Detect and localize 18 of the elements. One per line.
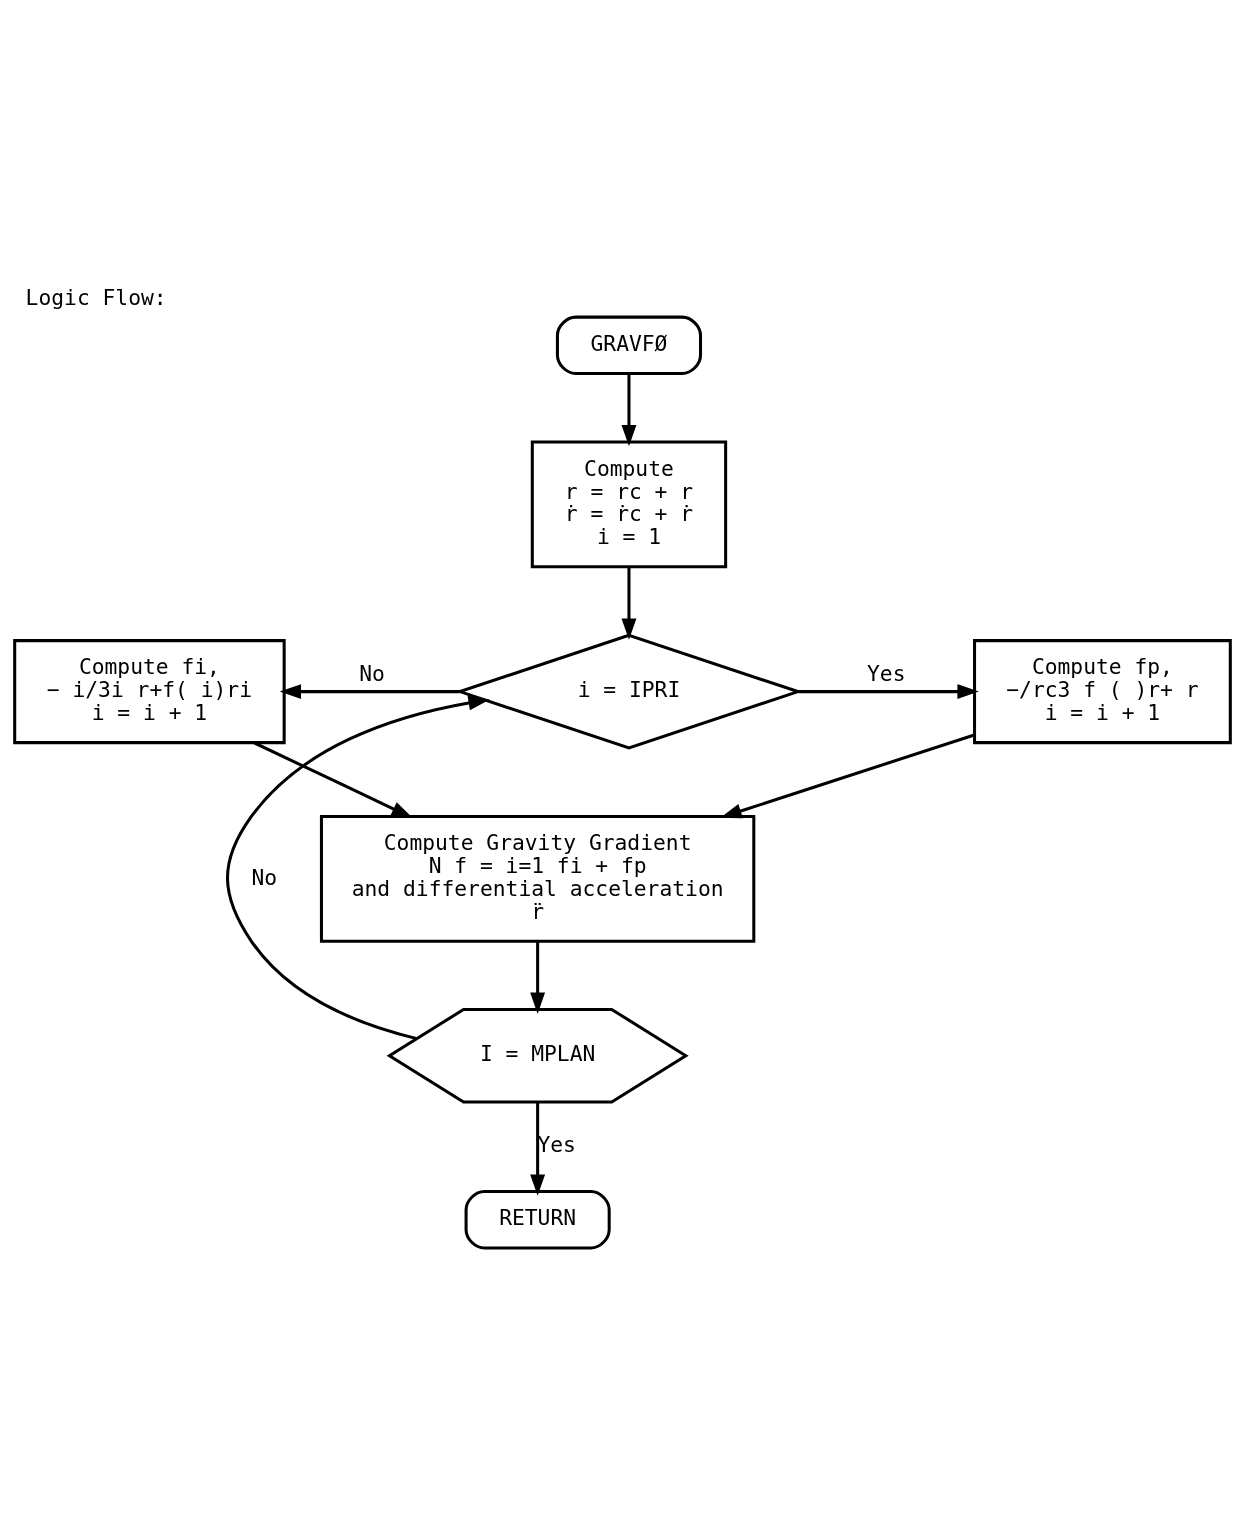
arrow (621, 373, 637, 447)
arrow (279, 684, 460, 700)
node-box: GRAVFØ (555, 315, 703, 375)
arrow (530, 1102, 546, 1196)
node-box: RETURN (464, 1190, 611, 1250)
edge-label: No (251, 864, 278, 890)
arrow (226, 695, 490, 1041)
node-box: Compute Gravity Gradient N f = i=1 fi + fp and differential acceleration r̈ (319, 814, 756, 943)
edge-label: No (359, 661, 385, 687)
node-box: Compute fi, − i/3i r+f( i)ri i = i + 1 (13, 639, 286, 745)
edge-label: Yes (867, 661, 906, 687)
arrow (530, 941, 546, 1014)
arrow (621, 567, 637, 640)
node-box: Compute r = rc + r ṙ = ṙc + ṙ i = 1 (530, 440, 728, 569)
node-box: Compute fp, −/rc3 f ( )r+ r i = i + 1 (973, 639, 1232, 745)
arrow (798, 684, 979, 700)
diagram-title: Logic Flow: (25, 285, 167, 311)
edge-label: Yes (537, 1132, 576, 1158)
